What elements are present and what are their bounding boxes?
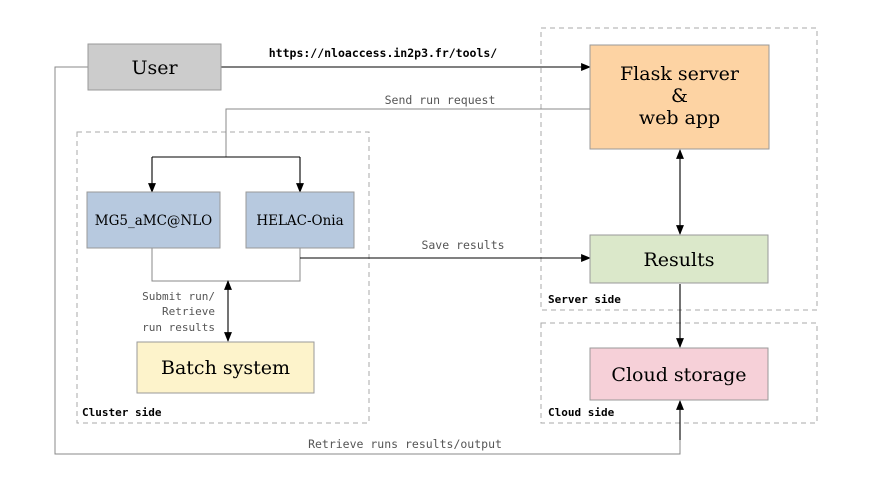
save-results-label: Save results xyxy=(421,238,504,252)
batch-label: Batch system xyxy=(161,357,290,379)
mg5-node: MG5_aMC@NLO xyxy=(86,191,221,249)
retrieve-loop-line xyxy=(54,66,681,455)
flask-label-1: Flask server xyxy=(620,63,740,85)
flask-label-3: web app xyxy=(639,107,720,129)
cloud-side-region xyxy=(540,322,818,424)
helac-node: HELAC-Onia xyxy=(245,191,355,249)
batch-node: Batch system xyxy=(136,341,315,394)
url-label: https://nloaccess.in2p3.fr/tools/ xyxy=(269,46,498,60)
mg5-label: MG5_aMC@NLO xyxy=(95,213,213,229)
send-run-label: Send run request xyxy=(385,93,496,107)
flask-label-2: & xyxy=(671,85,688,107)
join-line xyxy=(151,248,301,282)
submit-label-3: run results xyxy=(142,321,215,334)
server-side-region xyxy=(540,27,818,311)
user-node: User xyxy=(87,43,222,91)
cloud-label: Cloud storage xyxy=(611,364,746,386)
submit-label-2: Retrieve xyxy=(162,305,215,318)
server-side-label: Server side xyxy=(548,293,621,306)
cluster-side-region xyxy=(76,131,370,424)
user-label: User xyxy=(131,57,178,79)
results-label: Results xyxy=(644,249,715,271)
retrieve-label: Retrieve runs results/output xyxy=(308,437,502,451)
helac-label: HELAC-Onia xyxy=(256,213,343,229)
flask-node: Flask server & web app xyxy=(589,44,770,150)
cloud-side-label: Cloud side xyxy=(548,406,615,419)
submit-label-1: Submit run/ xyxy=(142,290,215,303)
cloud-node: Cloud storage xyxy=(589,347,769,401)
results-node: Results xyxy=(589,234,769,284)
cluster-side-label: Cluster side xyxy=(82,406,162,419)
send-run-line xyxy=(225,108,590,157)
